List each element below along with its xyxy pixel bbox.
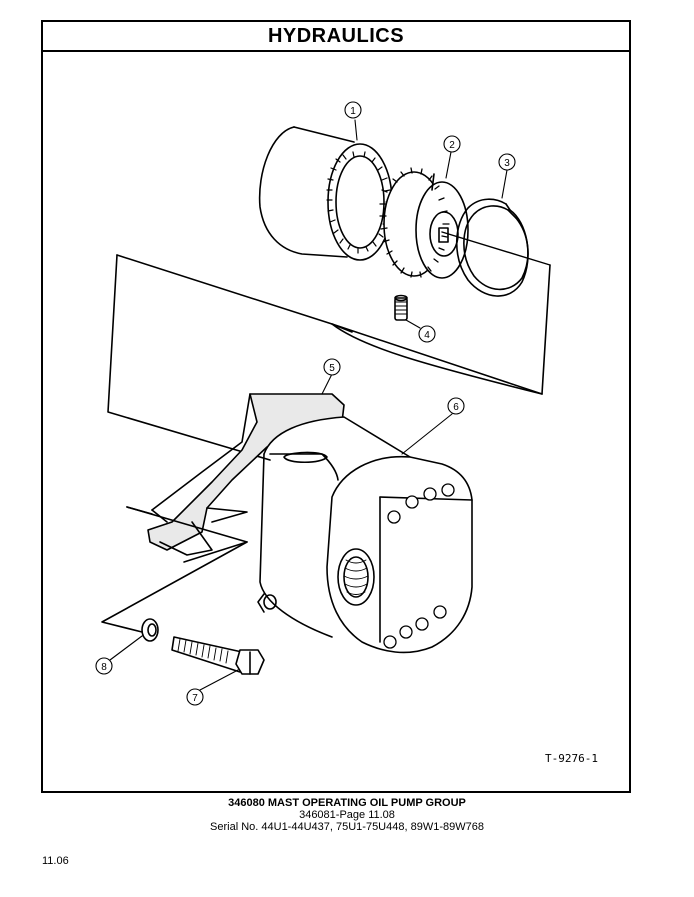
title-bar: HYDRAULICS	[43, 22, 629, 52]
coupling-sleeve-part	[258, 126, 393, 261]
callout-2: 2	[449, 140, 455, 151]
caption-serial: Serial No. 44U1-44U437, 75U1-75U448, 89W…	[210, 821, 484, 833]
callout-1: 1	[350, 106, 356, 117]
callout-4: 4	[424, 330, 430, 341]
caption-page-ref: 346081-Page 11.08	[299, 809, 395, 821]
cap-screw-part	[171, 636, 265, 675]
page-title: HYDRAULICS	[267, 24, 405, 47]
callout-8: 8	[101, 662, 107, 673]
set-screw-part	[394, 294, 408, 321]
exploded-view-diagram: 1 2 3 4 5 6 7 8	[95, 101, 551, 706]
drive-gear-part	[379, 167, 469, 279]
lock-washer-part	[141, 618, 159, 642]
caption-title: 346080 MAST OPERATING OIL PUMP GROUP	[228, 797, 466, 809]
page-number: 11.06	[42, 855, 69, 867]
callout-5: 5	[329, 363, 335, 374]
figure-caption: 346080 MAST OPERATING OIL PUMP GROUP 346…	[0, 797, 694, 833]
figure-frame: HYDRAULICS	[41, 20, 631, 793]
mounting-bracket-part	[147, 393, 345, 556]
callout-7: 7	[192, 693, 198, 704]
oil-pump-part	[257, 416, 473, 654]
callout-3: 3	[504, 158, 510, 169]
callout-6: 6	[453, 402, 459, 413]
figure-id: T-9276-1	[545, 752, 598, 765]
